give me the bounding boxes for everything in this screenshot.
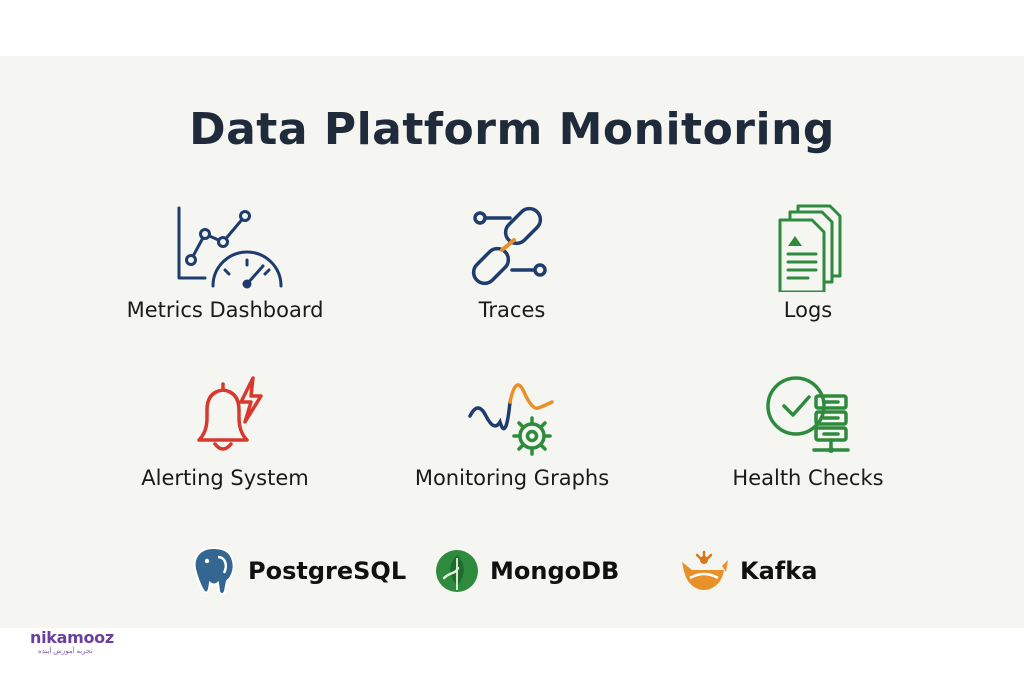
brand-name: nikamooz [30, 628, 114, 647]
item-label: Alerting System [141, 466, 309, 490]
postgresql-elephant-icon [193, 546, 235, 595]
item-label: Traces [478, 298, 546, 322]
kafka-logo-icon [682, 550, 728, 590]
item-label: Monitoring Graphs [414, 466, 610, 490]
item-health-checks: Health Checks [678, 372, 938, 490]
tech-kafka: Kafka [678, 543, 817, 599]
mongodb-leaf-icon [436, 550, 478, 592]
brand-tagline: تجربه آموزش آینده [38, 648, 93, 655]
brand-logo: nikamooz تجربه آموزش آینده [30, 628, 114, 655]
tech-postgresql: PostgreSQL [190, 543, 406, 599]
alert-bell-icon [197, 376, 263, 451]
health-check-server-icon [766, 376, 850, 453]
item-label: Metrics Dashboard [126, 298, 324, 322]
chain-link-icon [471, 206, 547, 286]
metrics-dashboard-icon [177, 206, 283, 289]
item-traces: Traces [382, 204, 642, 322]
log-documents-icon [778, 204, 842, 292]
item-alerting-system: Alerting System [95, 372, 355, 490]
item-label: Logs [783, 298, 833, 322]
item-monitoring-graphs: Monitoring Graphs [382, 372, 642, 490]
tech-label: Kafka [740, 557, 818, 585]
tech-label: MongoDB [490, 557, 620, 585]
item-label: Health Checks [732, 466, 884, 490]
page-title: Data Platform Monitoring [189, 104, 835, 155]
content-panel [0, 56, 1024, 628]
tech-label: PostgreSQL [248, 557, 407, 585]
wave-gear-icon [468, 383, 554, 456]
tech-mongodb: MongoDB [434, 543, 619, 599]
item-logs: Logs [678, 204, 938, 322]
item-metrics-dashboard: Metrics Dashboard [95, 204, 355, 322]
